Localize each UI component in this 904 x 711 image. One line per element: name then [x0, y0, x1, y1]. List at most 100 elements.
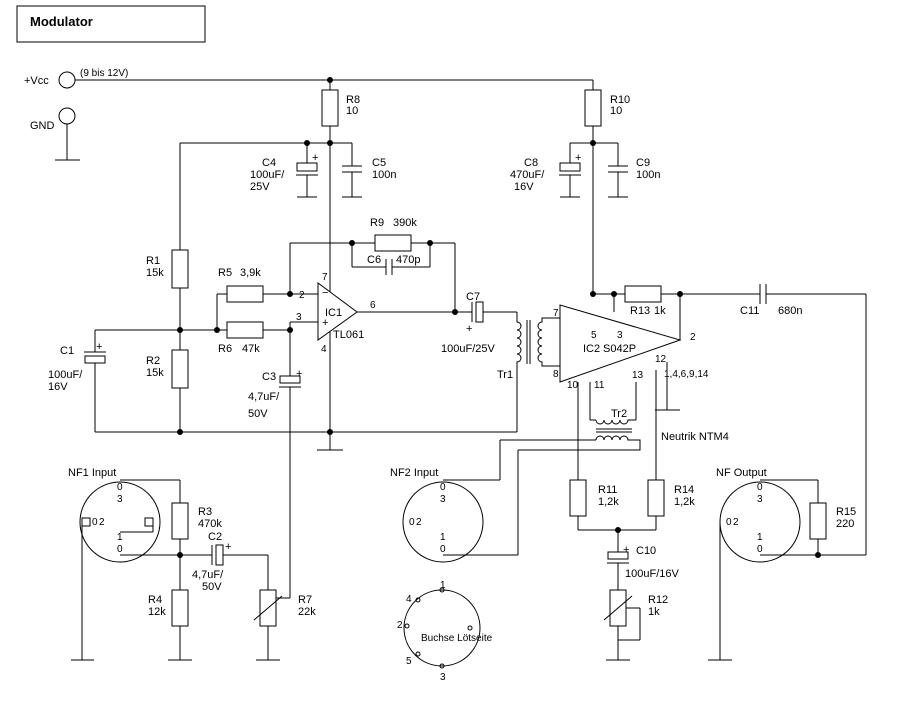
ic2-gnd-pins: 1,4,6,9,14: [664, 369, 709, 380]
r6-label: R6: [218, 343, 232, 355]
tr2-primary: [595, 419, 630, 425]
nf1-pin1: 1: [117, 532, 123, 543]
ic2-type: S042P: [603, 343, 636, 355]
r4-value: 12k: [148, 606, 166, 618]
r12-label: R12: [648, 594, 668, 606]
ic2-supply: R10 10 + C8 470uF/ 16V C9 100n: [327, 77, 660, 294]
nf1-label: NF1 Input: [68, 467, 116, 479]
nfout-pin0c: 0: [757, 544, 763, 555]
r9-label: R9: [370, 217, 384, 229]
c3-value-1: 4,7uF/: [248, 391, 280, 403]
c10-plus: +: [623, 544, 629, 556]
nf1-pin0b: 0: [92, 517, 98, 528]
r11-label: R11: [598, 484, 617, 496]
nfout-pin3: 3: [757, 494, 763, 505]
c1-value-2: 16V: [48, 381, 68, 393]
ic1-opamp: − + IC1 TL061 2 3 7 4 6 R9 390k C6 470p: [289, 217, 458, 355]
c5-label: C5: [372, 157, 386, 169]
c7-label: C7: [466, 291, 480, 303]
c1-value-1: 100uF/: [48, 369, 83, 381]
c7-plus: +: [466, 323, 472, 335]
nf2-input: NF2 Input 0 3 0 2 1 0: [390, 440, 519, 563]
r3-value: 470k: [198, 518, 222, 530]
r3-label: R3: [198, 506, 212, 518]
capacitor-c10: [607, 551, 629, 560]
nf1-pin0: 0: [117, 482, 123, 493]
ic1-pin2: 2: [299, 290, 305, 301]
nf2-connector: [402, 481, 484, 563]
r15-label: R15: [836, 506, 856, 518]
ic2-triangle: [559, 304, 682, 383]
nfout-pin0b: 0: [726, 517, 732, 528]
tr1-label: Tr1: [497, 369, 513, 381]
ic1-pin7: 7: [322, 272, 328, 283]
neutrik-label: Neutrik NTM4: [661, 431, 729, 443]
nfout-label: NF Output: [716, 467, 767, 479]
r1-label: R1: [146, 255, 160, 267]
socket-label: Buchse Lötseite: [421, 633, 493, 644]
socket-pin1: 1: [440, 580, 446, 591]
ic2-pin8: 8: [553, 369, 559, 380]
c8-value-1: 470uF/: [510, 169, 545, 181]
c6-value: 470p: [396, 254, 420, 266]
r14-value: 1,2k: [674, 496, 695, 508]
r1-value: 15k: [146, 267, 164, 279]
c1-label: C1: [60, 345, 74, 357]
ic2-label: IC2: [583, 343, 600, 355]
ic2-pin10: 10: [567, 380, 579, 391]
ic1-pin4: 4: [321, 344, 327, 355]
r7-value: 22k: [298, 606, 316, 618]
resistor-r3: [171, 502, 189, 540]
ic1-pin3: 3: [296, 312, 302, 323]
r6-value: 47k: [242, 343, 260, 355]
nf2-pin3: 3: [440, 494, 446, 505]
resistor-r1: [171, 249, 189, 289]
c4-label: C4: [262, 157, 276, 169]
nf1-pin-box: [144, 517, 154, 527]
ic1-minus: −: [322, 287, 328, 299]
r8-label: R8: [346, 94, 360, 106]
r10-label: R10: [610, 94, 630, 106]
tr2-label: Tr2: [611, 408, 627, 420]
resistor-r11: [569, 479, 587, 517]
page-title: Modulator: [30, 14, 93, 29]
c10-label: C10: [636, 545, 656, 557]
nf1-pin3: 3: [117, 494, 123, 505]
supply-section: +Vcc (9 bis 12V) GND: [24, 68, 593, 161]
nf2-pin0b: 0: [409, 517, 415, 528]
c2-value-2: 50V: [202, 581, 222, 593]
nf1-pin0c: 0: [117, 544, 123, 555]
ic2-pin12: 12: [655, 354, 667, 365]
nf2-pin2: 2: [416, 517, 422, 528]
c8-plus: +: [575, 152, 581, 164]
c10-value: 100uF/16V: [625, 568, 679, 580]
gnd-label: GND: [30, 120, 55, 132]
resistor-r8: [321, 89, 339, 127]
ic2-pin11: 11: [594, 380, 605, 391]
r10-value: 10: [610, 105, 622, 117]
ic2-pin7: 7: [553, 308, 559, 319]
capacitor-c4: [296, 162, 318, 172]
tr1-primary: [516, 312, 522, 432]
capacitor-c8: [559, 162, 581, 172]
c2-plus: +: [225, 541, 231, 553]
r12-value: 1k: [648, 606, 660, 618]
resistor-r5: [226, 285, 264, 303]
r8-value: 10: [346, 105, 358, 117]
vcc-terminal: [58, 71, 76, 89]
ic1-label: IC1: [325, 307, 342, 319]
ic1-type: TL061: [333, 329, 364, 341]
resistor-r4: [171, 589, 189, 627]
resistor-r15: [809, 502, 827, 540]
r9-value: 390k: [393, 217, 417, 229]
nfout-pin0: 0: [757, 482, 763, 493]
ic2-pin13: 13: [632, 370, 644, 381]
nf1-pin2: 2: [99, 517, 105, 528]
ic2-mixer: IC2 S042P 5 3 7 8 10 11 13 12 2 1,4,6,9,…: [500, 284, 867, 661]
resistor-r2: [171, 349, 189, 389]
nf-output: NF Output 0 3 0 2 1 0 R15 220: [708, 467, 866, 661]
title-box: [16, 5, 206, 43]
ic2-pin3: 3: [617, 330, 623, 341]
tr1-secondary: [537, 317, 560, 367]
